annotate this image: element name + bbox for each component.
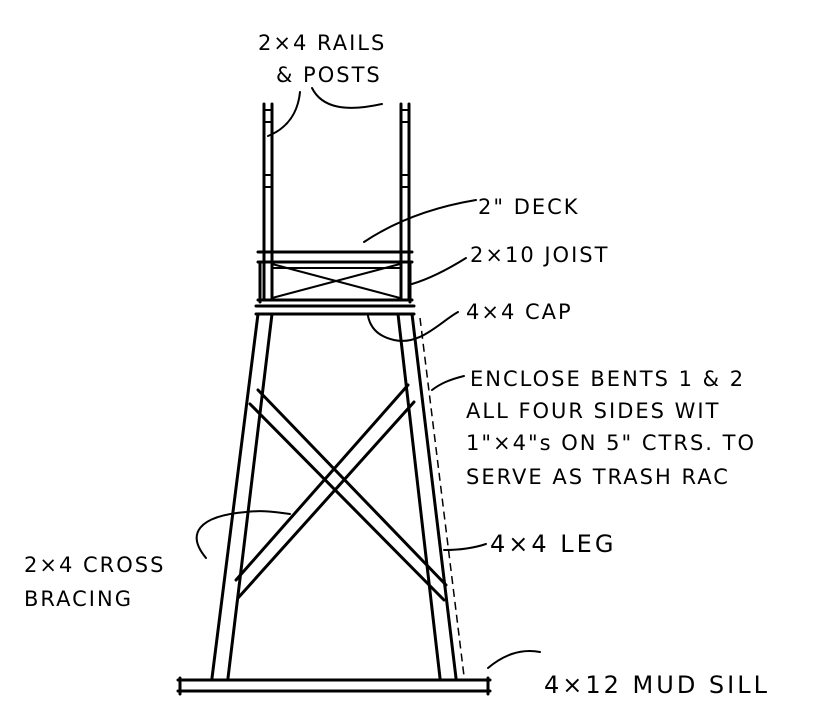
right-leg-inner: [396, 312, 442, 680]
right-rail-lower: [400, 174, 410, 188]
leader-lines: [195, 87, 541, 669]
label-enclose-line4: SERVE AS TRASH RAC: [466, 465, 730, 489]
brace-b-top: [234, 383, 410, 582]
rails-and-posts: [262, 102, 411, 302]
label-enclose-line3: 1"×4"s ON 5" CTRS. TO: [466, 431, 756, 455]
right-rail-upper: [400, 109, 410, 123]
leader-deck: [363, 199, 477, 243]
right-leg-outer: [410, 312, 458, 680]
leader-cap: [367, 311, 459, 342]
brace-b-bottom: [236, 400, 416, 600]
brace-a-bottom: [248, 402, 446, 602]
leader-mud-sill: [487, 650, 541, 669]
leader-rails-right: [311, 87, 383, 109]
leader-enclose: [431, 375, 465, 391]
brace-a-top: [256, 388, 448, 587]
label-joist: 2×10 JOIST: [470, 243, 609, 267]
left-rail-upper: [263, 109, 273, 123]
label-rails-line2: & POSTS: [276, 63, 382, 87]
cap: [254, 304, 416, 316]
label-deck: 2" DECK: [478, 195, 580, 219]
trash-rack-dashed: [419, 317, 465, 677]
deck-and-joist: [256, 250, 414, 304]
joist-x-brace-b: [271, 263, 401, 299]
label-rails-line1: 2×4 RAILS: [258, 31, 386, 55]
leader-leg: [443, 543, 487, 551]
label-enclose-line2: ALL FOUR SIDES WIT: [466, 399, 720, 423]
left-rail-lower: [263, 174, 273, 188]
label-bracing-line2: BRACING: [24, 587, 133, 611]
label-leg: 4×4 LEG: [490, 530, 616, 558]
leader-bracing: [195, 510, 291, 559]
label-mud-sill: 4×12 MUD SILL: [544, 671, 770, 699]
label-enclose-line1: ENCLOSE BENTS 1 & 2: [470, 367, 745, 391]
legs: [210, 312, 465, 680]
cross-bracing: [234, 383, 448, 602]
mud-sill: [176, 676, 492, 696]
leader-joist: [411, 257, 467, 285]
label-cap: 4×4 CAP: [466, 300, 573, 324]
left-leg-inner: [226, 312, 274, 680]
left-leg-outer: [210, 312, 260, 680]
label-bracing-line1: 2×4 CROSS: [24, 553, 165, 577]
leader-rails-left: [267, 91, 301, 137]
